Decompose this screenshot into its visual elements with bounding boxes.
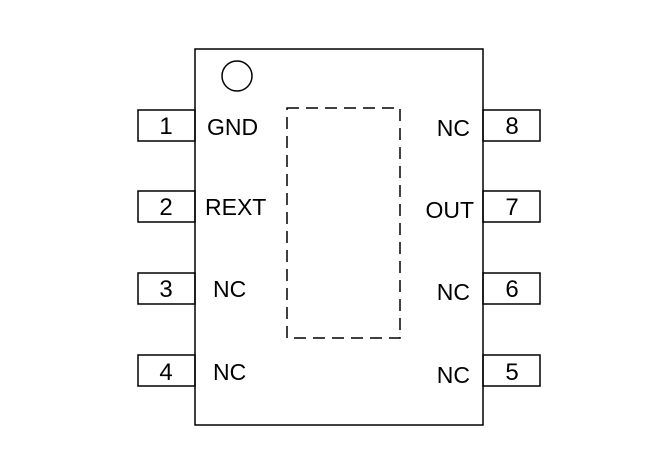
exposed-pad (286, 107, 401, 339)
right-pin-8: 8 NC (437, 109, 541, 142)
pin-label: REXT (205, 194, 266, 220)
pin-label: GND (207, 114, 258, 140)
pin1-marker-icon (221, 60, 253, 92)
pin-lead (482, 109, 541, 142)
pin-number: 4 (159, 359, 172, 386)
pin-number: 7 (505, 194, 518, 221)
pin-label: NC (213, 276, 246, 302)
right-pin-7: 7 OUT (425, 190, 541, 223)
pin-number: 8 (505, 113, 518, 140)
right-pin-5: 5 NC (437, 354, 541, 388)
package-body (194, 48, 484, 426)
pin-lead (137, 272, 196, 305)
pin-lead (482, 190, 541, 223)
pin-label: OUT (425, 197, 474, 223)
pin-lead (482, 354, 541, 387)
left-pin-1: 1 GND (137, 109, 258, 142)
pin-label: NC (437, 362, 470, 388)
left-pin-2: 2 REXT (137, 190, 266, 223)
pin-number: 2 (159, 194, 172, 221)
pin-label: NC (437, 279, 470, 305)
left-pin-4: 4 NC (137, 354, 246, 387)
pin-number: 6 (505, 276, 518, 303)
left-pin-3: 3 NC (137, 272, 246, 305)
pin-lead (137, 190, 196, 223)
pin-lead (137, 109, 196, 142)
pin-label: NC (437, 115, 470, 141)
pin-lead (482, 272, 541, 305)
pin-number: 3 (159, 276, 172, 303)
pin-number: 1 (159, 113, 172, 140)
pin-lead (137, 354, 196, 387)
pin-number: 5 (505, 359, 518, 386)
right-pin-6: 6 NC (437, 272, 541, 305)
pin-label: NC (213, 359, 246, 385)
